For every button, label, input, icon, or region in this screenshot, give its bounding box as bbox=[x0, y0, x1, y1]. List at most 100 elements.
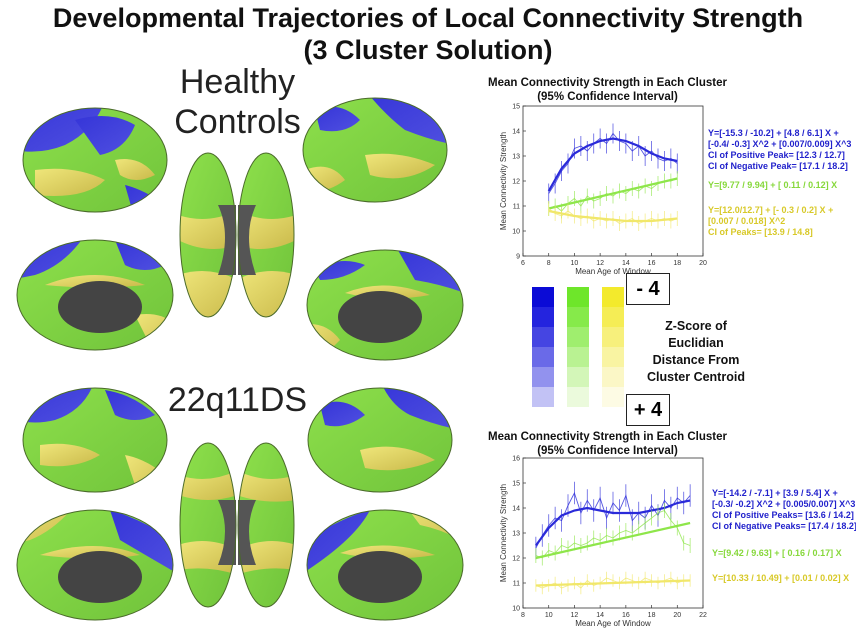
chart1-ytick-label: 15 bbox=[512, 104, 520, 111]
brain-22q-left-lateral bbox=[22, 387, 168, 493]
chart2-xtick-label: 16 bbox=[622, 612, 630, 619]
chart2-xlabel: Mean Age of Window bbox=[575, 619, 651, 628]
chart2-ytick-label: 15 bbox=[512, 481, 520, 488]
zscore-label: Z-Score of Euclidian Distance From Clust… bbox=[640, 318, 752, 386]
chart1-ytick-label: 11 bbox=[513, 204, 520, 211]
zscore-swatch-green bbox=[567, 327, 589, 347]
chart2-ytick-label: 13 bbox=[512, 531, 520, 538]
group-label-22q11ds: 22q11DS bbox=[150, 380, 325, 420]
chart2-blue-equation: Y=[-14.2 / -7.1] + [3.9 / 5.4] X +[-0.3/… bbox=[712, 488, 856, 532]
brain-controls-left-lateral bbox=[22, 107, 168, 213]
brain-surface-renderings bbox=[16, 97, 464, 621]
chart1-xtick-label: 14 bbox=[622, 260, 630, 267]
brain-controls-ventral-left bbox=[179, 152, 237, 318]
chart1-blue-equation-line: CI of Negative Peak= [17.1 / 18.2] bbox=[708, 161, 848, 171]
zscore-swatch-yellow bbox=[602, 327, 624, 347]
chart2-subtitle-text: (95% Confidence Interval) bbox=[537, 445, 678, 457]
zscore-swatch-green bbox=[567, 307, 589, 327]
brain-controls-ventral-right bbox=[237, 152, 295, 318]
chart2-xtick-label: 12 bbox=[571, 612, 579, 619]
chart2-xtick-label: 22 bbox=[699, 612, 707, 619]
chart1-title-text: Mean Connectivity Strength in Each Clust… bbox=[488, 77, 727, 89]
zscore-colorbar bbox=[532, 287, 624, 407]
chart1-blue-fit-line bbox=[547, 137, 678, 192]
chart1-ytick-label: 14 bbox=[512, 129, 520, 136]
chart1-blue-equation-line: Y=[-15.3 / -10.2] + [4.8 / 6.1] X + bbox=[708, 128, 839, 138]
chart1-xtick-label: 18 bbox=[673, 260, 681, 267]
zscore-label-line3: Distance From bbox=[652, 353, 740, 367]
chart1-xtick-label: 16 bbox=[648, 260, 656, 267]
chart2-green-equation-line: Y=[9.42 / 9.63] + [ 0.16 / 0.17] X bbox=[712, 548, 842, 558]
chart1-title: Mean Connectivity Strength in Each Clust… bbox=[485, 76, 730, 104]
zscore-swatch-yellow bbox=[602, 287, 624, 307]
chart1-ylabel: Mean Connectivity Strength bbox=[499, 132, 508, 230]
chart1-ytick-label: 10 bbox=[512, 229, 520, 236]
chart2-yellow-fit-line bbox=[535, 579, 691, 587]
chart2-ylabel: Mean Connectivity Strength bbox=[499, 484, 508, 582]
zscore-swatch-blue bbox=[532, 327, 554, 347]
brain-22q-ventral-right bbox=[237, 442, 295, 608]
chart2-yellow-equation: Y=[10.33 / 10.49] + [0.01 / 0.02] X bbox=[712, 573, 849, 584]
chart2-blue-equation-line: Y=[-14.2 / -7.1] + [3.9 / 5.4] X + bbox=[712, 488, 838, 498]
brain-controls-left-medial bbox=[16, 239, 174, 351]
chart1-yellow-equation-line: CI of Peaks= [13.9 / 14.8] bbox=[708, 227, 813, 237]
zscore-label-line2: Euclidian bbox=[668, 336, 724, 350]
group-label-22q11ds-line1: 22q11DS bbox=[167, 381, 308, 419]
chart1-subtitle-text: (95% Confidence Interval) bbox=[537, 91, 678, 103]
brain-22q-ventral-left bbox=[179, 442, 237, 608]
zscore-swatch-blue bbox=[532, 367, 554, 387]
chart1-ytick-label: 12 bbox=[512, 179, 520, 186]
zscore-swatch-yellow bbox=[602, 387, 624, 407]
zscore-label-line4: Cluster Centroid bbox=[647, 370, 745, 384]
chart1-green-equation: Y=[9.77 / 9.94] + [ 0.11 / 0.12] X bbox=[708, 180, 837, 191]
chart2-ytick-label: 11 bbox=[513, 581, 520, 588]
chart2-ytick-label: 10 bbox=[512, 606, 520, 613]
chart2-green-equation: Y=[9.42 / 9.63] + [ 0.16 / 0.17] X bbox=[712, 548, 842, 559]
chart2-xtick-label: 14 bbox=[596, 612, 604, 619]
chart2-blue-equation-line: CI of Negative Peaks= [17.4 / 18.2] bbox=[712, 521, 856, 531]
chart2-blue-series-line bbox=[535, 491, 691, 549]
zscore-swatch-green bbox=[567, 387, 589, 407]
brain-22q-right-medial bbox=[306, 509, 464, 621]
chart2-green-series-line bbox=[535, 509, 691, 559]
zscore-swatch-yellow bbox=[602, 347, 624, 367]
chart1-blue-equation-line: [-0.4/ -0.3] X^2 + [0.007/0.009] X^3 bbox=[708, 139, 852, 149]
chart1-green-equation-line: Y=[9.77 / 9.94] + [ 0.11 / 0.12] X bbox=[708, 180, 838, 190]
chart1-yellow-equation: Y=[12.0/12.7] + [- 0.3 / 0.2] X +[0.007 … bbox=[708, 205, 833, 238]
chart1-yellow-equation-line: [0.007 / 0.018] X^2 bbox=[708, 216, 786, 226]
zscore-swatch-green bbox=[567, 367, 589, 387]
brain-controls-right-lateral bbox=[302, 97, 448, 203]
chart1-yellow-fit-line bbox=[548, 209, 678, 223]
chart2-xtick-label: 10 bbox=[545, 612, 553, 619]
zscore-swatch-blue bbox=[532, 287, 554, 307]
chart1-xtick-label: 10 bbox=[571, 260, 579, 267]
zscore-swatch-green bbox=[567, 347, 589, 367]
zscore-swatch-blue bbox=[532, 387, 554, 407]
zscore-top-value: - 4 bbox=[626, 273, 670, 305]
zscore-swatch-yellow bbox=[602, 367, 624, 387]
chart2-green-fit-line bbox=[535, 521, 691, 560]
chart2-ytick-label: 14 bbox=[512, 506, 520, 513]
chart1-xtick-label: 6 bbox=[521, 260, 525, 267]
group-label-controls-line2: Controls bbox=[174, 103, 301, 141]
chart1-blue-equation-line: CI of Positive Peak= [12.3 / 12.7] bbox=[708, 150, 845, 160]
zscore-bottom-value: + 4 bbox=[626, 394, 670, 426]
zscore-swatch-green bbox=[567, 287, 589, 307]
chart2-xtick-label: 8 bbox=[521, 612, 525, 619]
chart1-xtick-label: 20 bbox=[699, 260, 707, 267]
chart2-ytick-label: 16 bbox=[512, 456, 520, 463]
brain-controls-right-medial bbox=[306, 249, 464, 361]
chart1-yellow-equation-line: Y=[12.0/12.7] + [- 0.3 / 0.2] X + bbox=[708, 205, 834, 215]
zscore-swatch-yellow bbox=[602, 307, 624, 327]
chart1-blue-equation: Y=[-15.3 / -10.2] + [4.8 / 6.1] X +[-0.4… bbox=[708, 128, 851, 172]
chart2-blue-equation-line: [-0.3/ -0.2] X^2 + [0.005/0.007] X^3 bbox=[712, 499, 856, 509]
group-label-controls-line1: Healthy bbox=[179, 63, 296, 101]
chart1-ytick-label: 9 bbox=[516, 254, 520, 261]
zscore-swatch-blue bbox=[532, 307, 554, 327]
chart1-green-fit-line bbox=[548, 177, 678, 210]
group-label-controls: Healthy Controls bbox=[150, 62, 325, 142]
chart2-xtick-label: 18 bbox=[648, 612, 656, 619]
chart1-xtick-label: 8 bbox=[547, 260, 551, 267]
